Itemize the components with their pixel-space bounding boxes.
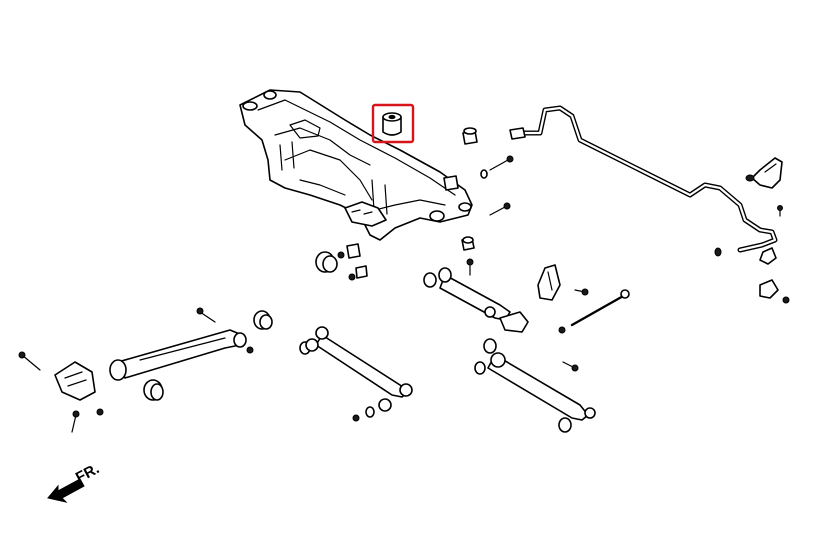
lower-lateral-arm-right (474, 338, 596, 433)
stabilizer-link-parts (714, 205, 790, 304)
trailing-arm-bracket (18, 351, 104, 433)
long-bolt (558, 289, 630, 334)
highlighted-subframe-bushing (371, 103, 415, 144)
stabilizer-bar (509, 105, 778, 253)
subframe-hardware (461, 127, 514, 251)
trailing-arm (109, 307, 273, 401)
stabilizer-bracket (745, 157, 783, 189)
highlight-box (371, 103, 415, 144)
lower-lateral-arm-middle (299, 326, 413, 422)
subframe-mount-bushings (315, 243, 368, 281)
upper-lateral-arm (423, 258, 589, 333)
rear-subframe (239, 89, 473, 241)
front-direction-arrow-icon (47, 478, 85, 503)
front-direction-indicator: FR. (47, 460, 102, 503)
